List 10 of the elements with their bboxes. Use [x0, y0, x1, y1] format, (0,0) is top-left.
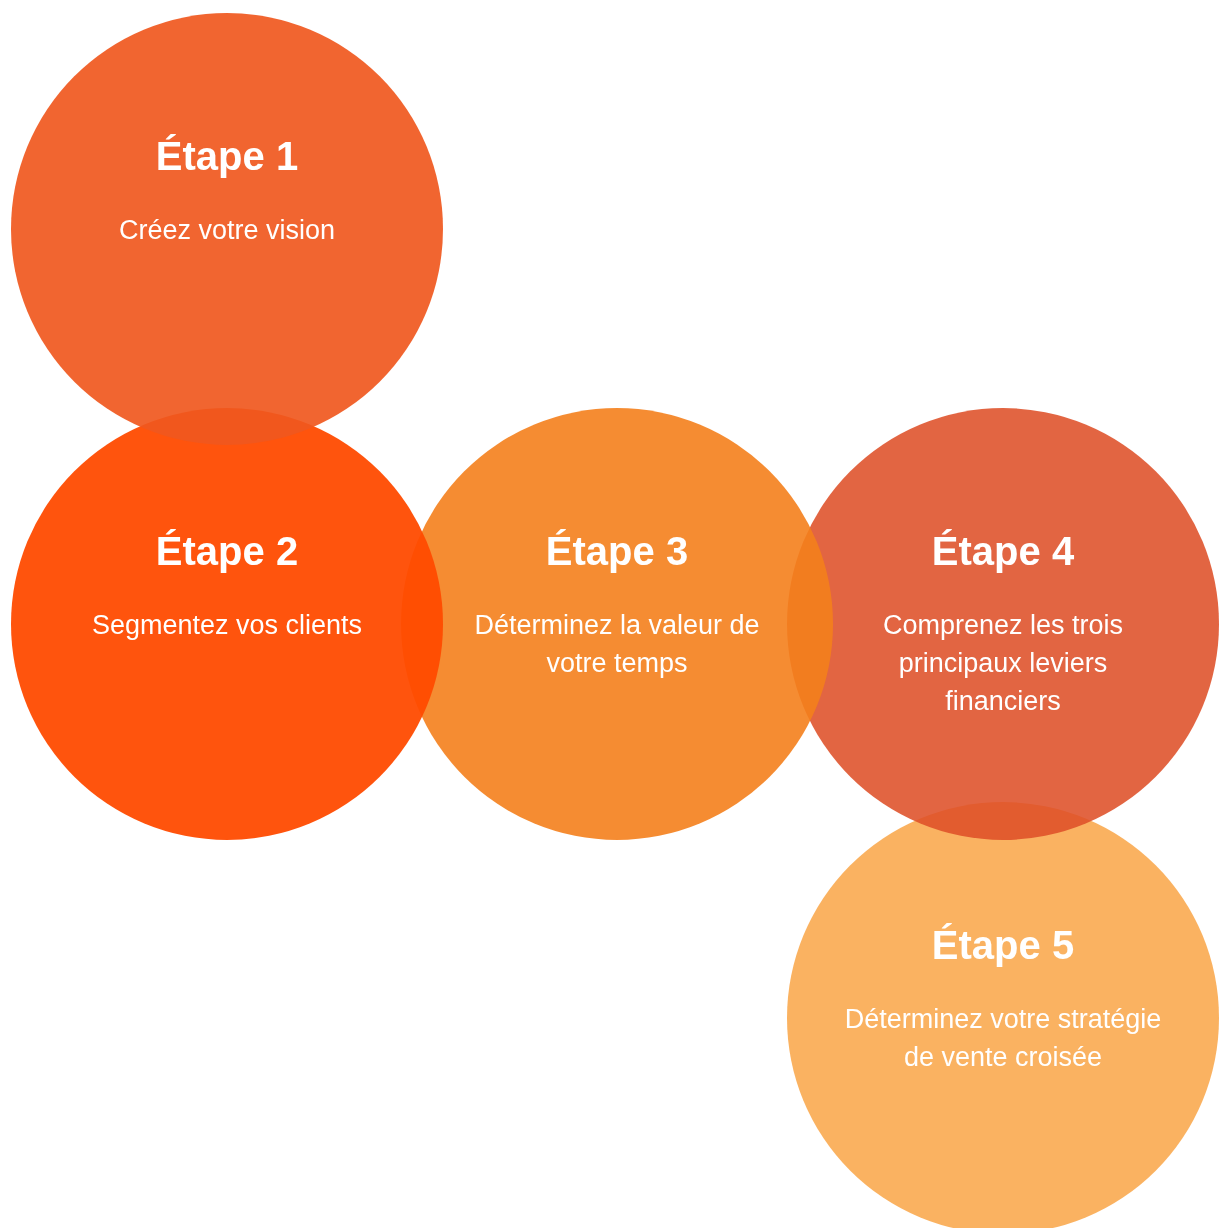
step-description: Créez votre vision [117, 214, 337, 247]
step-title: Étape 3 [544, 528, 690, 574]
step-description: Segmentez vos clients [90, 609, 364, 642]
step-description: Comprenez les trois principaux leviers financiers [881, 609, 1125, 718]
step-title: Étape 1 [154, 133, 300, 179]
step-title: Étape 5 [930, 922, 1076, 968]
step-description: Déterminez la valeur de votre temps [473, 609, 761, 680]
step-description: Déterminez votre stratégie de vente croisée [843, 1003, 1163, 1074]
step-title: Étape 4 [930, 528, 1076, 574]
step-title: Étape 2 [154, 528, 300, 574]
